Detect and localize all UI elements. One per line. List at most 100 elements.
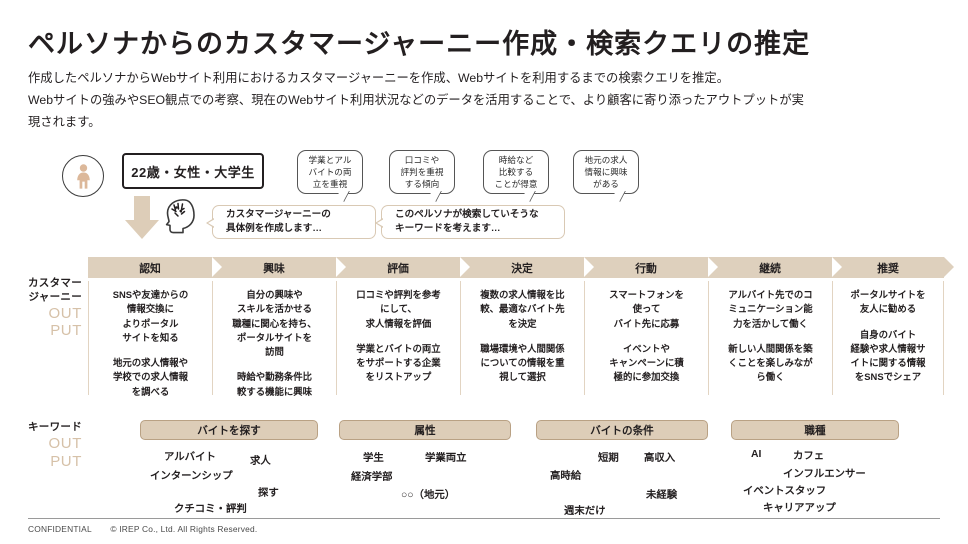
trait-line: 地元の求人	[584, 154, 628, 165]
copyright-label: © IREP Co., Ltd. All Rights Reserved.	[110, 524, 258, 534]
trait-line: する傾向	[404, 179, 440, 190]
keyword-term: キャリアアップ	[763, 503, 836, 514]
keyword-term: 経済学部	[351, 472, 393, 483]
keyword-term: 週末だけ	[564, 506, 606, 517]
journey-label-put: PUT	[50, 322, 82, 340]
keyword-group-title: バイトの条件	[536, 420, 708, 440]
journey-label-line-2: ジャーニー	[28, 290, 82, 303]
callout-line: 具体例を作成します…	[226, 223, 322, 234]
keyword-term: イベントスタッフ	[743, 486, 827, 497]
keyword-group-2: バイトの条件 短期 高収入 高時給 未経験 週末だけ	[536, 420, 708, 517]
keyword-group-title: 属性	[339, 420, 511, 440]
journey-stage-content-4: スマートフォンを 使って バイト先に応募 イベントや キャンペーンに積 極的に参…	[584, 281, 708, 395]
journey-block: 学業とバイトの両立 をサポートする企業 をリストアップ	[356, 342, 441, 383]
page-description: 作成したペルソナからWebサイト利用におけるカスタマージャーニーを作成、Webサ…	[28, 68, 943, 134]
callout-journey: カスタマージャーニーの 具体例を作成します…	[206, 205, 376, 239]
keyword-term: 短期	[598, 453, 619, 464]
stage-label: 認知	[139, 262, 161, 275]
keyword-group-title: バイトを探す	[140, 420, 318, 440]
description-line-1: 作成したペルソナからWebサイト利用におけるカスタマージャーニーを作成、Webサ…	[28, 71, 729, 85]
keyword-term: 探す	[258, 488, 279, 499]
journey-stage-header-6: 推奨	[832, 257, 954, 278]
journey-stage-content-3: 複数の求人情報を比 較、最適なバイト先 を決定 職場環境や人間関係 についての情…	[460, 281, 584, 395]
keyword-term: 未経験	[646, 490, 678, 501]
journey-stage-content-2: 口コミや評判を参考 にして、 求人情報を評価 学業とバイトの両立 をサポートする…	[336, 281, 460, 395]
description-line-2: Webサイトの強みやSEO観点での考察、現在のWebサイト利用状況などのデータを…	[28, 92, 804, 107]
trait-line: 時給など	[498, 154, 534, 165]
journey-stage-header-2: 評価	[336, 257, 470, 278]
trait-line: ことが得意	[494, 179, 538, 190]
keyword-cloud: AI カフェ インフルエンサー イベントスタッフ キャリアアップ	[731, 444, 899, 514]
keyword-cloud: 短期 高収入 高時給 未経験 週末だけ	[536, 444, 708, 517]
stage-label: 決定	[511, 262, 533, 275]
persona-trait-1: 口コミや 評判を重視 する傾向	[389, 150, 455, 194]
journey-stage-header-4: 行動	[584, 257, 718, 278]
keyword-label-put: PUT	[50, 452, 82, 470]
keyword-cloud: 学生 学業両立 経済学部 ○○（地元）	[339, 444, 511, 514]
journey-block: 時給や勤務条件比 較する機能に興味	[236, 371, 312, 397]
keyword-group-0: バイトを探す アルバイト 求人 インターンシップ 探す クチコミ・評判	[140, 420, 318, 515]
female-person-icon	[76, 163, 90, 189]
persona-trait-3: 地元の求人 情報に興味 がある	[573, 150, 639, 194]
keyword-band: バイトを探す アルバイト 求人 インターンシップ 探す クチコミ・評判 属性 学…	[0, 420, 968, 517]
confidential-label: CONFIDENTIAL	[28, 524, 92, 534]
trait-line: 口コミや	[404, 154, 440, 165]
description-line-3: 現されます。	[28, 114, 101, 129]
keyword-row-label: キーワード OUT PUT	[4, 421, 82, 470]
journey-label-out: OUT	[48, 304, 82, 322]
customer-journey-band: 認知 興味 評価 決定 行動 継続 推奨 SNSや友達からの 情報交換に よりポ…	[88, 257, 954, 397]
journey-block: 自分の興味や スキルを活かせる 職種に関心を持ち、 ポータルサイトを 訪問	[232, 289, 317, 358]
persona-avatar	[62, 155, 104, 197]
trait-line: 情報に興味	[584, 166, 628, 177]
callout-line: カスタマージャーニーの	[226, 208, 331, 220]
journey-block: アルバイト先でのコ ミュニケーション能 力を活かして働く	[728, 289, 813, 329]
page-title: ペルソナからのカスタマージャーニー作成・検索クエリの推定	[28, 29, 811, 59]
journey-stage-header-1: 興味	[212, 257, 346, 278]
journey-stage-header-3: 決定	[460, 257, 594, 278]
footer-divider	[28, 518, 940, 519]
journey-block: ポータルサイトを 友人に勧める	[850, 289, 926, 315]
persona-trait-0: 学業とアル バイトの両 立を重視	[297, 150, 363, 194]
keyword-term: ○○（地元）	[401, 490, 456, 501]
persona-summary-box: 22歳・女性・大学生	[122, 153, 264, 189]
keyword-term: クチコミ・評判	[174, 504, 247, 515]
trait-line: がある	[593, 179, 619, 190]
persona-trait-2: 時給など 比較する ことが得意	[483, 150, 549, 194]
keyword-term: 高時給	[550, 471, 582, 482]
keyword-term: カフェ	[793, 451, 825, 462]
thinking-head-icon	[164, 198, 198, 239]
trait-line: 立を重視	[312, 179, 348, 190]
journey-block: 口コミや評判を参考 にして、 求人情報を評価	[356, 289, 441, 329]
keyword-term: 学業両立	[425, 453, 467, 464]
journey-block: 地元の求人情報や 学校での求人情報 を調べる	[112, 357, 188, 397]
journey-block: 新しい人間関係を築 くことを楽しみなが ら働く	[728, 342, 813, 383]
journey-block: 職場環境や人間関係 についての情報を重 視して選択	[480, 342, 565, 383]
down-arrow-icon	[124, 196, 160, 245]
journey-stage-header-0: 認知	[88, 257, 222, 278]
callout-line: キーワードを考えます…	[395, 223, 501, 234]
trait-line: 比較する	[498, 166, 534, 177]
journey-block: 複数の求人情報を比 較、最適なバイト先 を決定	[480, 289, 565, 329]
trait-line: 学業とアル	[308, 154, 352, 165]
journey-block: SNSや友達からの 情報交換に よりポータル サイトを知る	[112, 289, 189, 343]
journey-stage-content-6: ポータルサイトを 友人に勧める 自身のバイト 経験や求人情報サ イトに関する情報…	[832, 281, 944, 395]
journey-stage-content-0: SNSや友達からの 情報交換に よりポータル サイトを知る 地元の求人情報や 学…	[88, 281, 212, 397]
stage-label: 行動	[635, 262, 657, 275]
callout-keywords: このペルソナが検索していそうな キーワードを考えます…	[375, 205, 565, 239]
stage-label: 評価	[387, 262, 409, 275]
journey-block: 自身のバイト 経験や求人情報サ イトに関する情報 をSNSでシェア	[850, 328, 926, 383]
footer: CONFIDENTIAL © IREP Co., Ltd. All Rights…	[28, 524, 273, 534]
keyword-term: 高収入	[644, 453, 676, 464]
keyword-label-out: OUT	[48, 434, 82, 452]
journey-label-line-1: カスタマー	[28, 277, 82, 289]
journey-stage-header-5: 継続	[708, 257, 842, 278]
journey-stage-content-5: アルバイト先でのコ ミュニケーション能 力を活かして働く 新しい人間関係を築 く…	[708, 281, 832, 395]
journey-block: スマートフォンを 使って バイト先に応募	[609, 289, 684, 329]
journey-row-label: カスタマー ジャーニー OUT PUT	[4, 277, 82, 340]
keyword-term: 求人	[250, 456, 271, 467]
keyword-group-title: 職種	[731, 420, 899, 440]
keyword-term: AI	[751, 449, 762, 460]
journey-block: イベントや キャンペーンに積 極的に参加交換	[609, 342, 684, 383]
callout-line: このペルソナが検索していそうな	[395, 208, 539, 220]
